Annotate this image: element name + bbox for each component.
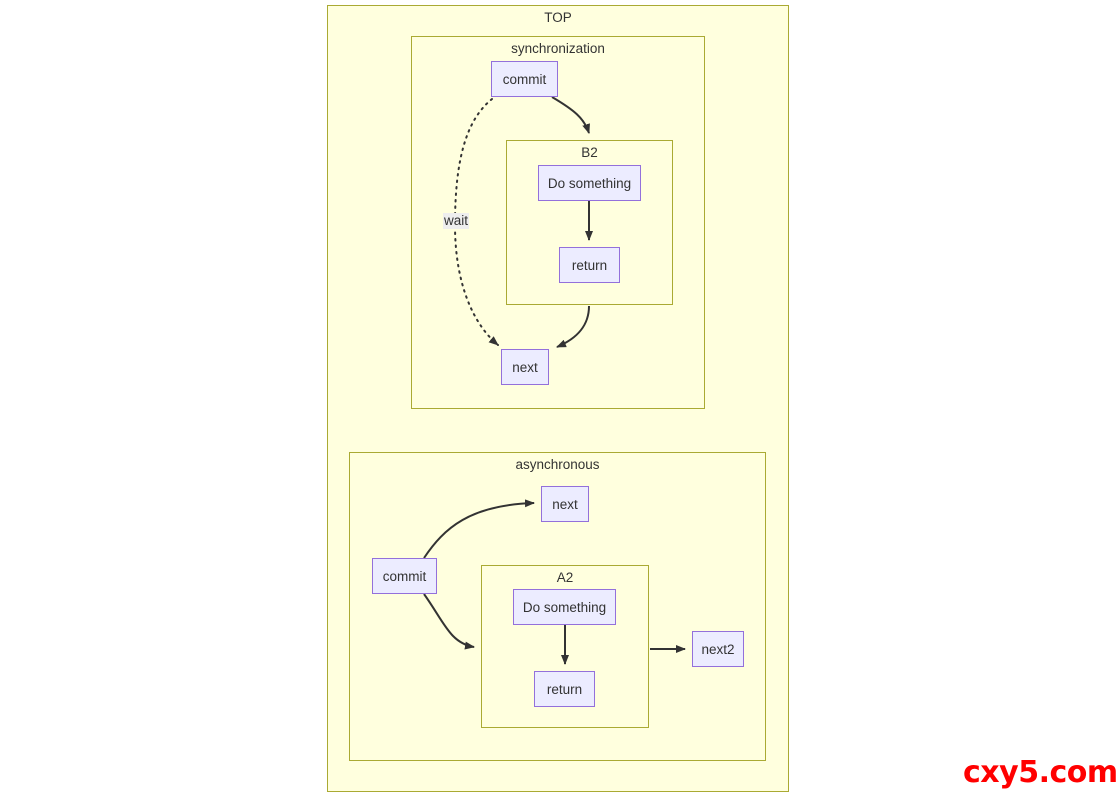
watermark: cxy5.com	[963, 755, 1116, 790]
cluster-synchronization-label: synchronization	[511, 41, 605, 56]
cluster-b2-label: B2	[581, 145, 598, 160]
node-sync-commit[interactable]: commit	[491, 61, 558, 97]
node-async-return[interactable]: return	[534, 671, 595, 707]
node-sync-return[interactable]: return	[559, 247, 620, 283]
cluster-top-label: TOP	[544, 10, 572, 25]
node-sync-next[interactable]: next	[501, 349, 549, 385]
node-async-do[interactable]: Do something	[513, 589, 616, 625]
cluster-a2-label: A2	[556, 570, 574, 585]
cluster-asynchronous-label: asynchronous	[515, 457, 600, 472]
edge-label-wait-label: wait	[443, 213, 470, 230]
node-async-commit[interactable]: commit	[372, 558, 437, 594]
node-sync-do[interactable]: Do something	[538, 165, 641, 201]
node-async-next[interactable]: next	[541, 486, 589, 522]
node-async-next2[interactable]: next2	[692, 631, 744, 667]
